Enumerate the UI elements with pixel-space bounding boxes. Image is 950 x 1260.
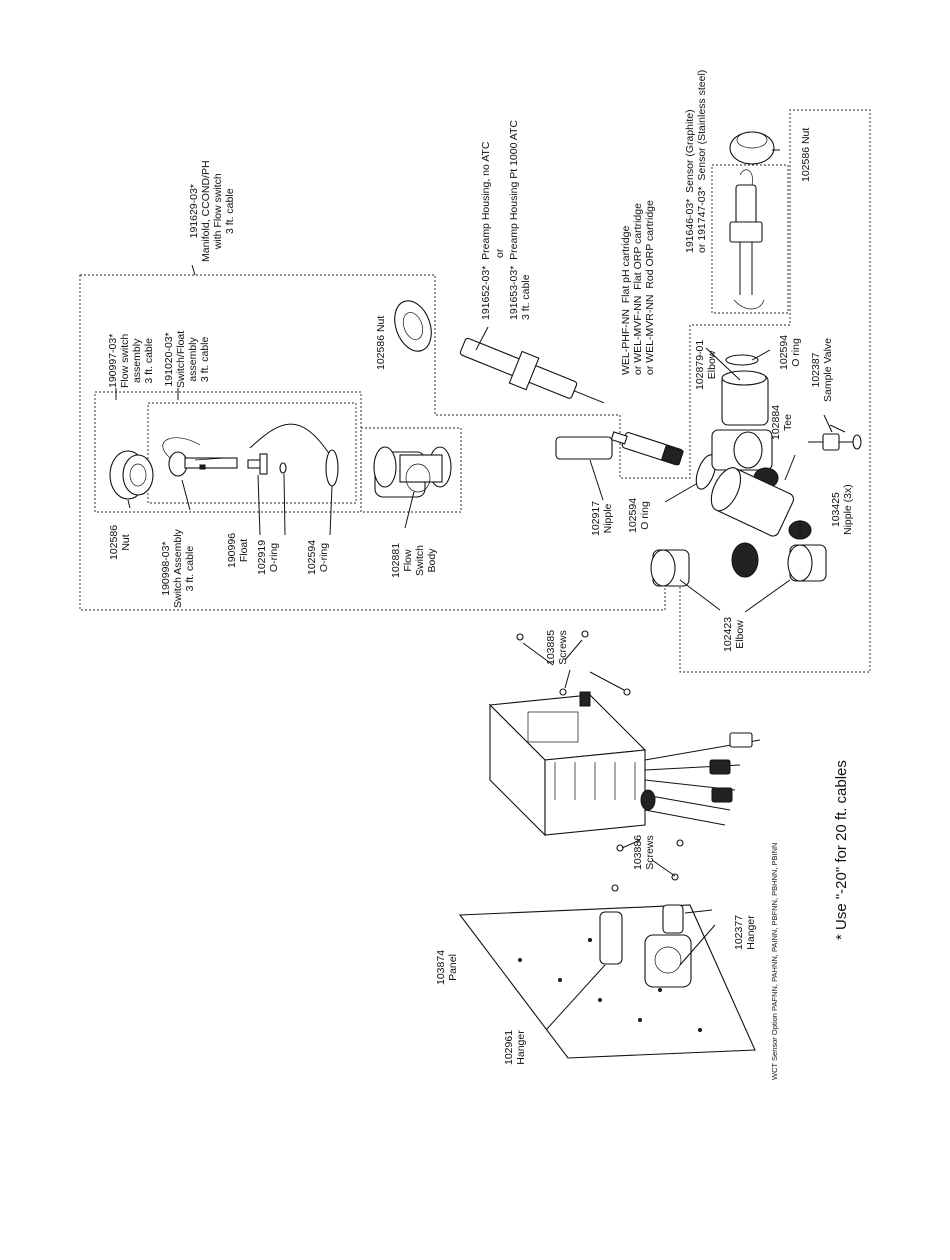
screws-top-label: 103885 Screws	[545, 629, 569, 665]
elbow-bottom-label: 102423 Elbow	[722, 616, 746, 652]
preamp-or-label: or	[494, 248, 506, 258]
tee-part	[711, 429, 779, 489]
nut-flow-part	[109, 450, 154, 500]
oring-nipple-label: 102594 O ring	[627, 497, 651, 533]
enclosure-part	[488, 691, 761, 837]
elbow-bottom-right-part	[787, 544, 827, 582]
tee-label: 102884 Tee	[770, 404, 794, 440]
oring-small-part	[279, 462, 287, 474]
screws-bottom-label: 103886 Screws	[632, 834, 656, 870]
sample-valve-part	[808, 424, 862, 451]
hanger-left-part	[599, 911, 623, 965]
manifold-label: 191629-03* Manifold, CCOND/PH with Flow …	[188, 160, 236, 262]
preamp-housing-part	[459, 337, 605, 404]
footnote-20ft-cables: * Use "-20" for 20 ft. cables	[833, 760, 850, 940]
oring-small-label: 102919 O-ring	[256, 539, 280, 575]
cartridges-label: WEL-PHF-NN Flat pH cartridge or WEL-MVF-…	[620, 200, 656, 375]
nipple-3x-bottom-part	[731, 542, 759, 578]
float-label: 190996 Float	[226, 532, 250, 568]
sensor-part	[729, 169, 765, 310]
sensor-option-note: WCT Sensor Option PAFNN, PAHNN, PAINN, P…	[770, 842, 779, 1080]
nut-preamp-part	[394, 300, 432, 352]
oring-switch-label: 102594 O-ring	[306, 539, 330, 575]
tee-lower-part	[710, 467, 795, 537]
flow-switch-body-outline	[360, 427, 462, 513]
flow-switch-body-part	[373, 446, 452, 498]
elbow-bottom-left-part	[650, 549, 690, 587]
oring-tee-part	[725, 354, 759, 366]
switch-float-assembly-outline	[147, 402, 357, 504]
nut-flow-label: 102586 Nut	[108, 524, 132, 560]
sample-valve-label: 102387 Sample Valve	[810, 337, 834, 402]
switch-float-assembly-label: 191020-03* Switch/Float assembly 3 ft. c…	[163, 330, 211, 388]
cartridge-part	[610, 431, 684, 466]
sensor-label: 191646-03* Sensor (Graphite) or 191747-0…	[684, 69, 708, 253]
manifold-assembly-outline	[79, 109, 871, 673]
hanger-right-part	[644, 904, 692, 988]
hanger-left-label: 102961 Hanger	[503, 1029, 527, 1065]
float-part	[247, 453, 268, 475]
nipple-3x-label: 103425 Nipple (3x)	[830, 484, 854, 535]
oring-switch-part	[325, 449, 339, 487]
screws-top-part	[516, 630, 631, 696]
switch-assembly-part	[162, 437, 238, 477]
sensor-outline	[711, 164, 789, 314]
panel-label: 103874 Panel	[435, 949, 459, 985]
flow-switch-assembly-label: 190997-03* Flow switch assembly 3 ft. ca…	[107, 333, 155, 388]
leader-lines	[115, 149, 833, 1031]
hanger-right-label: 102377 Hanger	[733, 914, 757, 950]
nut-preamp-label: 102586 Nut	[375, 315, 387, 370]
nut-sensor-label: 102586 Nut	[800, 127, 812, 182]
nipple-label: 102917 Nipple	[590, 500, 614, 536]
sensor-rod-part	[249, 423, 331, 456]
preamp-no-atc-label: 191652-03* Preamp Housing, no ATC	[480, 141, 492, 320]
elbow-top-label: 102879-01 Elbow	[694, 339, 718, 390]
nut-sensor-part	[729, 131, 775, 165]
preamp-atc-label: 191653-03* Preamp Housing Pt 1000 ATC 3 …	[508, 119, 532, 320]
elbow-top-part	[721, 370, 769, 426]
nipple-part	[555, 436, 613, 460]
switch-assembly-label: 190998-03* Switch Assembly 3 ft. cable	[160, 529, 196, 608]
oring-tee-label: 102594 O ring	[778, 334, 802, 370]
flow-switch-body-label: 102881 Flow Switch Body	[390, 542, 438, 578]
screws-bottom-part	[611, 839, 684, 892]
panel-holes	[518, 938, 702, 1032]
